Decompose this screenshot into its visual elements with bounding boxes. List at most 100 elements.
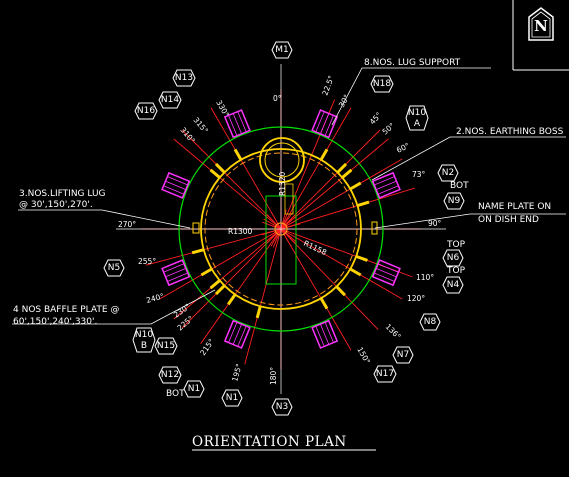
svg-text:N6: N6 [447,253,460,263]
nozzle-stub [255,305,262,319]
angle-120: 120° [407,294,425,303]
nozzle-stub [355,254,368,262]
angle-73: 73° [412,170,426,179]
angle-255: 255° [138,257,156,266]
svg-text:N15: N15 [157,341,175,351]
svg-text:N18: N18 [373,79,391,89]
orientation-line [159,218,299,300]
nozzle-n9: N9 [443,192,465,210]
angle-195: 195° [230,362,243,382]
orientation-line [181,214,296,329]
nozzle-n12: N12 [158,366,182,384]
nozzle-stub [209,279,221,290]
lug-supports [161,109,401,349]
tag-top-n4: TOP [446,266,466,276]
dim-radius-1: R1300 [228,227,253,236]
svg-text:N3: N3 [276,402,288,412]
angle-240: 240° [145,291,165,304]
svg-text:N16: N16 [137,106,155,116]
svg-text:N4: N4 [447,280,460,290]
lifting-lug-270 [192,222,200,234]
svg-text:N1: N1 [188,384,200,394]
nozzle-stub [319,148,329,161]
nozzle-n15: N15 [154,337,178,355]
note-lug-support: 8.NOS. LUG SUPPORT [364,58,461,68]
lug-support [371,171,401,199]
svg-text:M1: M1 [275,45,289,55]
leader-lines [12,67,566,325]
notes: 8.NOS. LUG SUPPORT 2.NOS. EARTHING BOSS … [13,58,564,399]
nozzle-n17: N17 [373,365,397,383]
svg-text:N13: N13 [175,73,193,83]
angle-0: 0° [273,94,282,103]
nozzle-n8: N8 [419,313,441,331]
nozzle-stub [336,162,348,174]
angle-90: 90° [428,219,442,228]
svg-text:B: B [141,341,147,351]
svg-text:A: A [414,119,421,129]
angle-150: 150° [355,346,372,366]
orientation-line [263,218,403,300]
shell-inner [204,152,358,306]
nozzle-m1: M1 [271,41,293,59]
nozzle-stub [341,168,353,179]
angle-30: 30° [337,93,352,109]
lug-support [311,319,339,349]
nozzle-n13: N13 [172,69,196,87]
svg-text:N9: N9 [448,196,461,206]
note-lifting-lug: 3.NOS.LIFTING LUG [19,189,106,199]
nozzle-stub [214,162,226,174]
tag-bot-n9: BOT [450,181,469,191]
angle-270: 270° [118,220,136,229]
nozzle-stub [191,248,205,255]
nozzle-n2: N2 [437,164,459,182]
nozzle-stub [357,200,370,208]
nozzle-n4: N4 [442,276,464,294]
lug-support [311,109,339,139]
note-baffle-angles: 60',150',240',330'. [13,317,97,327]
angle-180: 180° [269,367,278,385]
svg-text:N14: N14 [161,95,179,105]
orientation-line [181,129,296,244]
lug-support [371,259,401,287]
svg-text:N10: N10 [135,330,153,340]
angle-315: 315° [191,116,210,136]
angle-110: 110° [416,273,434,282]
nozzle-stub [335,285,346,297]
note-lifting-lug-angles: @ 30',150',270'. [19,200,93,210]
central-plate [265,195,297,285]
note-earthing-boss: 2.NOS. EARTHING BOSS [456,127,564,137]
tag-top-n6: TOP [446,240,466,250]
tag-bot-n1: BOT [166,389,185,399]
lug-support [223,319,251,349]
orientation-line [173,138,297,243]
nozzle-stub [214,284,226,296]
svg-text:N12: N12 [161,370,179,380]
nozzle-n5: N5 [103,259,125,277]
drawing-title: ORIENTATION PLAN [192,434,347,450]
nozzle-n1-bot: N1 [183,380,205,398]
angle-45: 45° [368,110,384,126]
orientation-line [145,223,301,266]
note-dish-end: ON DISH END [478,215,539,225]
nozzle-stub [233,148,243,161]
angle-215: 215° [198,337,216,357]
orientation-line [173,215,297,320]
north-arrow: N [512,0,569,71]
nozzle-stub [227,293,237,306]
svg-text:N2: N2 [442,168,454,178]
note-baffle-plate: 4 NOS BAFFLE PLATE @ [13,305,119,315]
nozzle-n14: N14 [158,91,182,109]
angle-60: 60° [395,141,411,155]
svg-text:N5: N5 [108,263,120,273]
nozzle-stub [349,181,362,191]
nozzle-n3: N3 [271,398,293,416]
angle-50: 50° [381,121,397,137]
nozzle-n16: N16 [134,102,158,120]
lug-support [223,109,251,139]
orientation-lines [116,64,446,394]
nozzle-n18: N18 [370,75,394,93]
